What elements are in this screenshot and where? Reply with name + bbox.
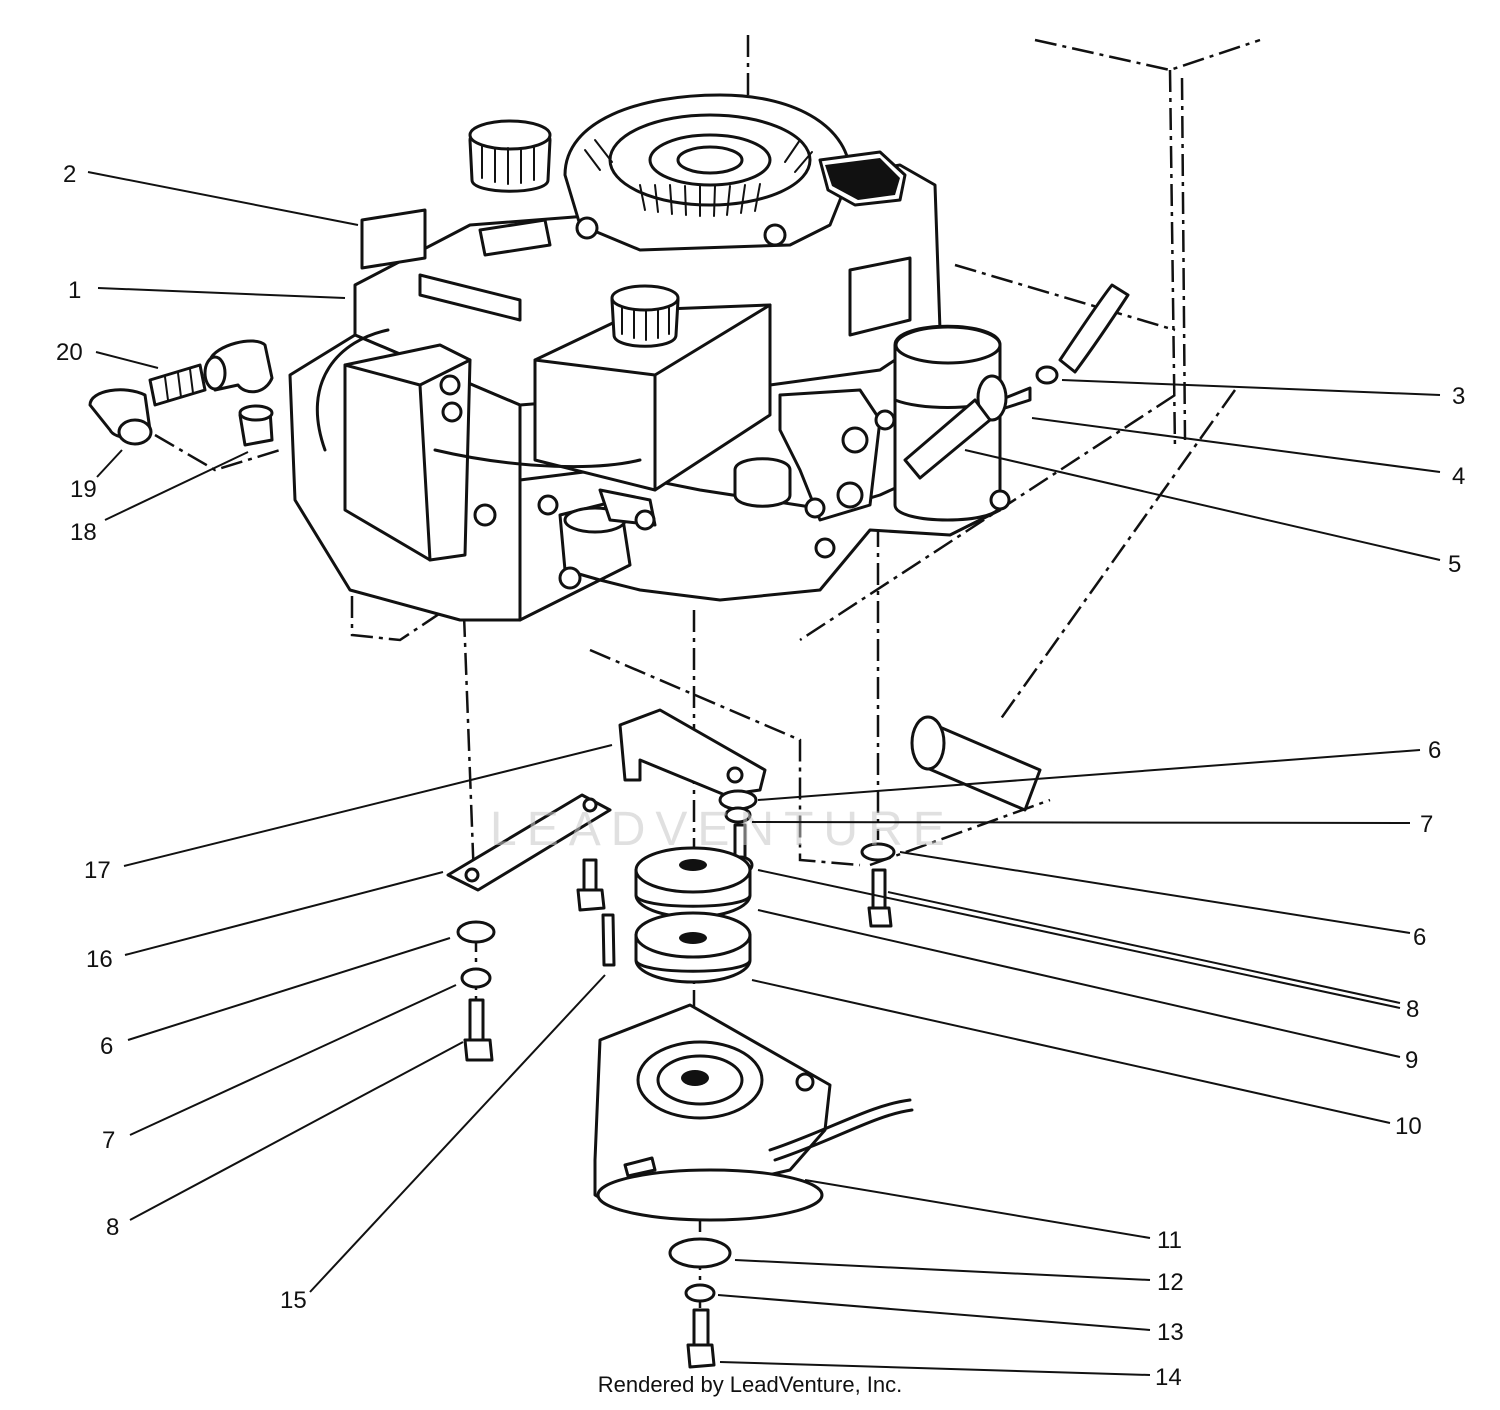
callout-9: 9 [1405, 1047, 1418, 1074]
callout-6: 6 [100, 1033, 113, 1060]
decal-part [360, 208, 427, 270]
callout-7: 7 [102, 1127, 115, 1154]
callout-labels: 1 2 3 4 5 6 7 6 8 9 10 11 12 13 14 15 8 … [56, 161, 1465, 1391]
callout-3: 3 [1452, 383, 1465, 410]
mounting-hardware [446, 708, 1042, 1369]
callout-8: 8 [106, 1214, 119, 1241]
callout-7: 7 [1420, 811, 1433, 838]
callout-5: 5 [1448, 551, 1461, 578]
callout-14: 14 [1155, 1364, 1182, 1391]
watermark: LEADVENTURE [490, 803, 955, 856]
callout-18: 18 [70, 519, 97, 546]
callout-13: 13 [1157, 1319, 1184, 1346]
callout-17: 17 [84, 857, 111, 884]
render-credit: Rendered by LeadVenture, Inc. [597, 1372, 903, 1397]
breather-hose-assembly [903, 283, 1130, 480]
fuel-fittings [88, 339, 274, 447]
callout-19: 19 [70, 476, 97, 503]
callout-11: 11 [1157, 1227, 1182, 1254]
callout-6: 6 [1428, 737, 1441, 764]
callout-8: 8 [1406, 996, 1419, 1023]
callout-10: 10 [1395, 1113, 1422, 1140]
callout-1: 1 [68, 277, 81, 304]
callout-6: 6 [1413, 924, 1426, 951]
callout-16: 16 [86, 946, 113, 973]
leader-lines [87, 171, 1441, 1376]
callout-2: 2 [63, 161, 76, 188]
callout-12: 12 [1157, 1269, 1184, 1296]
callout-4: 4 [1452, 463, 1465, 490]
callout-20: 20 [56, 339, 83, 366]
engine-assembly [288, 93, 1011, 622]
callout-15: 15 [280, 1287, 307, 1314]
